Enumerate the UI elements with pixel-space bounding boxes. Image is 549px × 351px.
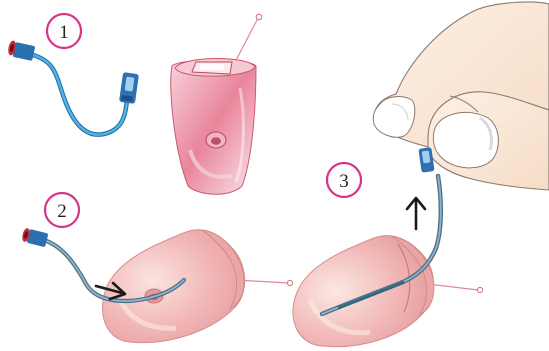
tube-cap-icon bbox=[21, 227, 48, 247]
step-1-badge: 1 bbox=[47, 14, 81, 48]
wire-end-icon bbox=[256, 14, 262, 20]
step-1-group: 1 bbox=[7, 14, 262, 194]
step-2-group: 2 bbox=[21, 193, 293, 343]
step-1-number: 1 bbox=[59, 22, 69, 43]
step-3-number: 3 bbox=[339, 171, 349, 192]
finger-icon bbox=[373, 2, 549, 190]
ear-tip-icon bbox=[103, 230, 293, 343]
step-2-number: 2 bbox=[57, 201, 67, 222]
step-3-group: 3 bbox=[293, 2, 549, 347]
cable-icon bbox=[7, 40, 139, 135]
tube-cap-icon bbox=[7, 40, 35, 61]
earpiece-shell-icon bbox=[171, 14, 262, 194]
tube-connector-icon bbox=[119, 72, 139, 104]
up-arrow-icon bbox=[407, 198, 425, 229]
step-3-badge: 3 bbox=[327, 163, 361, 197]
ear-tip-icon bbox=[293, 236, 483, 347]
step-2-badge: 2 bbox=[45, 193, 79, 227]
